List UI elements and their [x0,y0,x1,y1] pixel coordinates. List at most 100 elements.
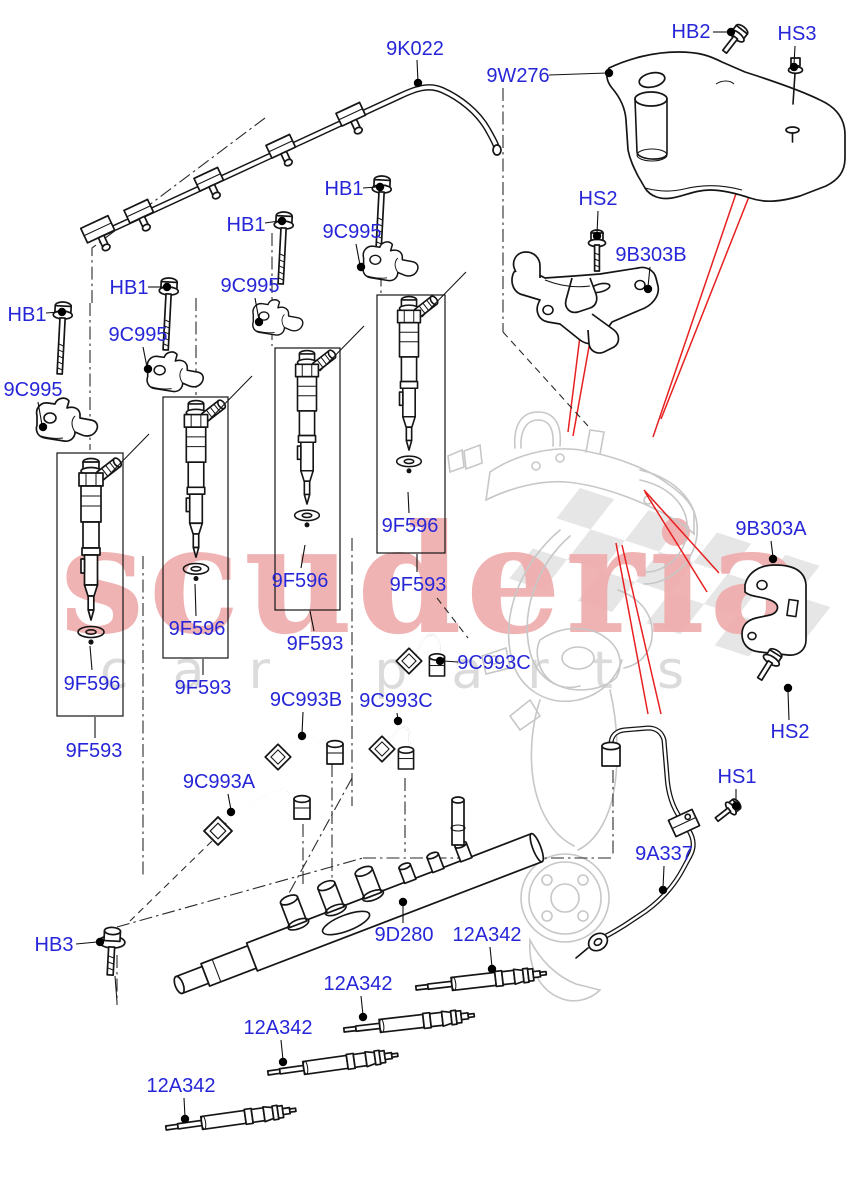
screw-HS1 [714,798,742,823]
part-label-9D280: 9D280 [375,897,434,946]
watermark-brand-text: scuderia [60,492,810,668]
part-label-9B303B: 9B303B [615,244,687,294]
part-number-text: HS1 [718,766,757,788]
part-number-text: 9F596 [64,673,121,695]
part-number-text: HB1 [227,214,266,236]
part-number-text: 9A337 [635,843,693,865]
part-label-9F596: 9F596 [64,645,121,695]
fuel-supply-manifold-9K022 [79,84,502,252]
part-number-text: 9C995 [323,221,382,243]
cover-9W276 [606,23,846,202]
part-label-9F596: 9F596 [169,583,226,640]
parts-linework [35,23,846,1137]
part-number-text: HB1 [110,277,149,299]
leader-dot [413,78,423,88]
fuel-rail-9D280 [173,796,545,995]
leader-dot [277,216,287,226]
leader-dot [358,1012,368,1022]
bolt-HB3 [98,926,126,1003]
part-label-HB1: HB1 [110,277,172,299]
leader-dot [435,656,445,666]
part-label-9C993C: 9C993C [435,652,531,674]
part-label-9C995: 9C995 [221,275,280,327]
leader-dot [768,554,778,564]
part-label-9C993C: 9C993C [359,690,433,726]
bracket-9B303B [511,229,660,354]
part-number-text: HB1 [8,304,47,326]
part-label-9K022: 9K022 [386,38,444,88]
part-number-text: 9F596 [382,515,439,537]
part-label-12A342: 12A342 [147,1075,216,1124]
part-number-text: 9C993B [270,689,342,711]
part-number-text: 9C993C [359,690,432,712]
leader-dot [143,364,153,374]
leader-dot [278,1057,288,1067]
leader-dot [789,62,799,72]
part-number-text: 9B303B [615,244,686,266]
part-label-9B303A: 9B303A [735,518,807,564]
leader-dot [731,801,741,811]
part-number-text: 9C995 [221,275,280,297]
leader-dot [95,937,105,947]
bracket-9B303A [741,564,807,682]
part-number-text: HB1 [325,178,364,200]
injector-group-boxes [56,294,446,717]
part-label-HS2: HS2 [771,683,810,743]
part-label-9F593: 9F593 [390,554,446,596]
part-number-text: 9F596 [272,570,329,592]
part-number-text: 9F596 [169,618,226,640]
screw-HS3 [785,57,804,143]
part-number-text: 9F593 [66,740,123,762]
leader-dot [375,182,385,192]
part-label-9C995: 9C995 [109,324,167,374]
leader-dot [658,885,668,895]
part-label-9C993A: 9C993A [183,771,256,817]
part-number-text: 9C993A [183,771,256,793]
part-label-9C993B: 9C993B [270,689,342,741]
part-label-9C995: 9C995 [4,379,63,432]
part-label-HB1: HB1 [8,304,67,326]
part-label-12A342: 12A342 [244,1017,313,1067]
part-label-9F593: 9F593 [175,659,231,699]
part-number-text: HS2 [579,188,618,210]
part-label-HS3: HS3 [778,23,817,72]
part-label-HB1: HB1 [325,178,385,200]
part-number-text: HB3 [35,934,74,956]
part-number-text: 9C995 [4,379,63,401]
leader-dot [180,1114,190,1124]
part-number-text: 9K022 [386,38,444,60]
fuel-injectors-9F593 [77,271,467,646]
watermark-sub-text: car parts [100,641,728,701]
part-label-HB2: HB2 [672,21,736,43]
red-reference-lines [567,175,755,715]
part-number-text: 9W276 [486,65,549,87]
injection-pipes-9C993 [203,633,446,846]
leader-dot [226,807,236,817]
part-number-text: 12A342 [453,924,522,946]
leader-dot [783,683,793,693]
part-number-text: HS3 [778,23,817,45]
part-label-9A337: 9A337 [635,843,693,895]
leader-dot [487,964,497,974]
part-label-12A342: 12A342 [453,924,522,974]
part-number-text: 12A342 [324,973,393,995]
part-label-HB3: HB3 [35,934,105,956]
leader-dot [398,897,408,907]
part-number-text: 12A342 [147,1075,216,1097]
part-label-9W276: 9W276 [486,65,614,87]
leader-dot [393,716,403,726]
leader-dot [254,317,264,327]
leader-dot [356,262,366,272]
part-number-text: 12A342 [244,1017,313,1039]
part-number-text: HS2 [771,721,810,743]
leader-dot [604,68,614,78]
part-label-HB1: HB1 [227,214,287,236]
leader-dot [38,422,48,432]
part-number-text: 9C993C [457,652,530,674]
part-label-9F596: 9F596 [272,544,329,592]
part-number-text: 9D280 [375,924,434,946]
screw-HS2-lower [756,647,783,682]
injector-clamp-9C995 [35,241,419,443]
